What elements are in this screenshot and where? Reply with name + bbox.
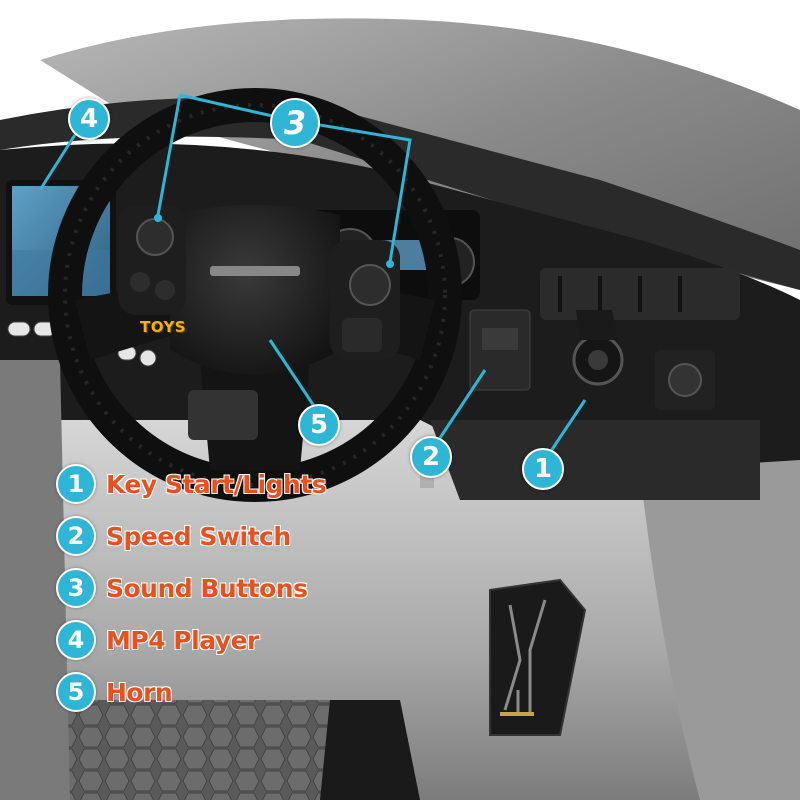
legend-number-badge: 4	[56, 620, 96, 660]
callout-5: 5	[298, 404, 340, 446]
legend-item-speed-switch: 2 Speed Switch	[56, 510, 386, 562]
callout-2: 2	[410, 436, 452, 478]
legend-label: Horn	[106, 677, 173, 707]
legend-item-key-start: 1 Key Start/Lights	[56, 458, 386, 510]
callout-1: 1	[522, 448, 564, 490]
callout-4: 4	[68, 98, 110, 140]
legend-label: MP4 Player	[106, 625, 259, 655]
legend-label: Speed Switch	[106, 521, 291, 551]
callout-3: 3	[270, 98, 320, 148]
legend-item-horn: 5 Horn	[56, 666, 386, 718]
legend-item-mp4-player: 4 MP4 Player	[56, 614, 386, 666]
legend-label: Key Start/Lights	[106, 469, 327, 499]
legend-item-sound-buttons: 3 Sound Buttons	[56, 562, 386, 614]
legend-number-badge: 1	[56, 464, 96, 504]
legend-number-badge: 5	[56, 672, 96, 712]
feature-legend: 1 Key Start/Lights 2 Speed Switch 3 Soun…	[56, 458, 386, 718]
brand-logo: TOYS	[140, 318, 187, 336]
legend-label: Sound Buttons	[106, 573, 308, 603]
legend-number-badge: 3	[56, 568, 96, 608]
legend-number-badge: 2	[56, 516, 96, 556]
